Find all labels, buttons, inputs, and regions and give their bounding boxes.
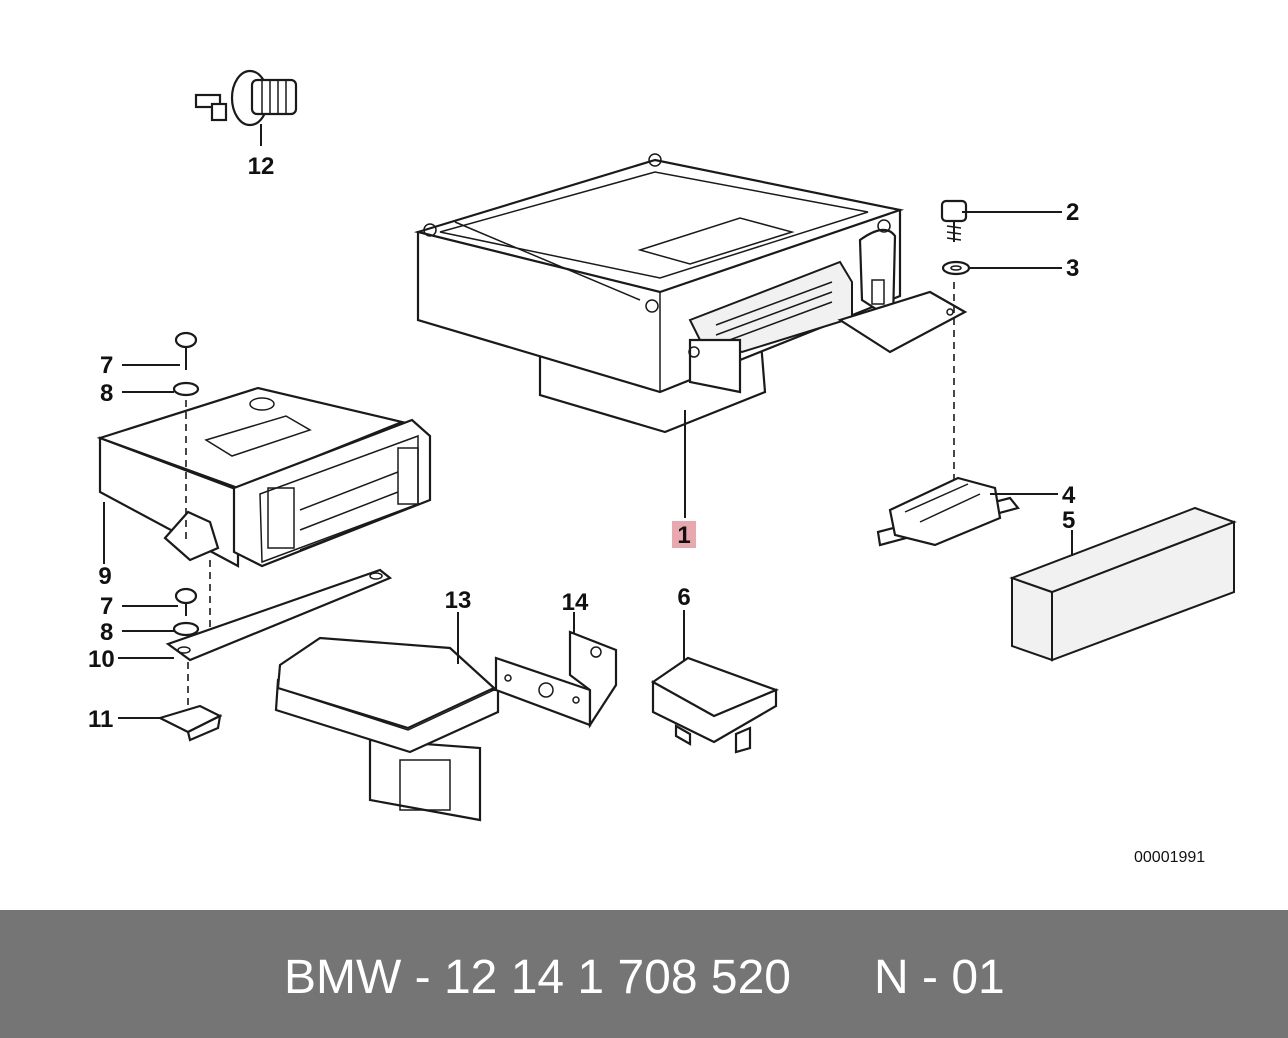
part-13-relay[interactable] bbox=[274, 636, 500, 822]
part-8-washer-lower[interactable] bbox=[172, 621, 200, 637]
callout-2: 2 bbox=[1066, 199, 1079, 226]
parts-diagram: 12 2 3 4 5 1 6 13 14 7 8 9 7 8 10 11 000… bbox=[88, 69, 1237, 866]
callout-5: 5 bbox=[1062, 507, 1075, 534]
callout-1: 1 bbox=[677, 522, 690, 549]
callout-11: 11 bbox=[88, 706, 113, 733]
callout-labels: 12 2 3 4 5 1 6 13 14 7 8 9 7 8 10 11 000… bbox=[88, 153, 1205, 866]
diagram-reference-number: 00001991 bbox=[1134, 849, 1205, 866]
callout-12: 12 bbox=[248, 153, 275, 180]
part-6-small-relay[interactable] bbox=[650, 656, 780, 754]
footer-part-number: BMW - 12 14 1 708 520 bbox=[284, 951, 791, 1004]
part-7-screw-lower[interactable] bbox=[174, 587, 198, 616]
part-3-washer[interactable] bbox=[941, 260, 971, 276]
callout-3: 3 bbox=[1066, 255, 1079, 282]
footer-bar: BMW - 12 14 1 708 520 N - 01 bbox=[0, 910, 1288, 1038]
callout-13: 13 bbox=[445, 587, 472, 614]
callout-4: 4 bbox=[1062, 482, 1076, 509]
callout-9: 9 bbox=[98, 563, 111, 590]
part-12-temperature-sensor[interactable] bbox=[194, 69, 298, 146]
callout-8-upper: 8 bbox=[100, 380, 113, 407]
callout-7-lower: 7 bbox=[100, 593, 113, 620]
callout-14: 14 bbox=[562, 589, 589, 616]
part-8-washer-upper[interactable] bbox=[172, 381, 200, 397]
callout-6: 6 bbox=[677, 584, 690, 611]
leader-lines bbox=[103, 211, 1073, 719]
part-1-control-unit[interactable] bbox=[413, 153, 968, 518]
part-5-foam-block[interactable] bbox=[1009, 506, 1237, 662]
part-7-screw-upper[interactable] bbox=[174, 331, 198, 370]
footer-position-code: N - 01 bbox=[874, 951, 1005, 1004]
part-10-bracket[interactable] bbox=[165, 568, 393, 662]
part-14-mounting-plate[interactable] bbox=[494, 630, 618, 729]
callout-8-lower: 8 bbox=[100, 619, 113, 646]
callout-7-upper: 7 bbox=[100, 352, 113, 379]
part-9-control-module[interactable] bbox=[96, 386, 432, 568]
part-4-clip[interactable] bbox=[876, 476, 1020, 547]
callout-1-highlight bbox=[672, 521, 696, 548]
callout-10: 10 bbox=[88, 646, 115, 673]
part-2-screw[interactable] bbox=[940, 199, 968, 242]
part-11-clip-nut[interactable] bbox=[157, 704, 223, 742]
